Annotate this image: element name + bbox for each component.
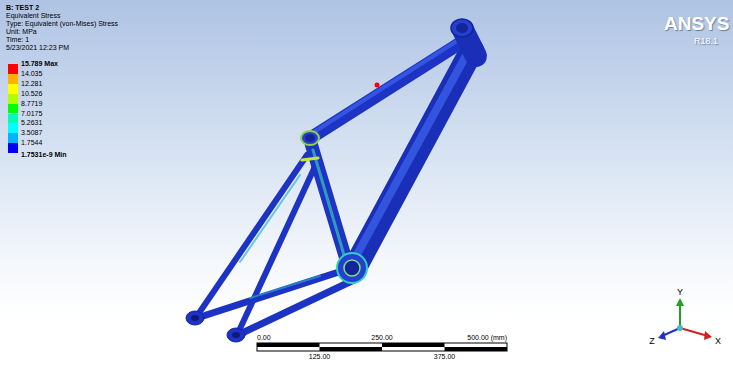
scale-value: 375.00 [434,353,455,361]
legend-value: 10.526 [21,90,42,98]
legend-swatch [8,143,18,153]
date-stamp: 5/23/2021 12:23 PM [6,44,69,52]
result-name: Equivalent Stress [6,12,60,20]
legend-swatch [8,74,18,84]
legend-value: 12.281 [21,80,42,88]
legend-value: 1.7544 [21,139,42,147]
version-tag: R18.1 [694,36,718,46]
legend-swatch [8,104,18,114]
time-note: Time: 1 [6,36,29,44]
scale-value: 500.00 (mm) [467,334,507,342]
legend-value: 5.2631 [21,119,42,127]
result-title: B: TEST 2 [6,4,39,12]
axis-label: X [715,336,721,346]
scale-value: 250.00 [371,334,392,342]
legend-min: 1.7531e-9 Min [21,151,67,159]
legend-value: 15.789 Max [21,60,58,68]
axis-label: Z [649,336,655,346]
scale-bar [257,343,507,351]
legend-value: 8.7719 [21,100,42,108]
legend-swatch [8,94,18,104]
scale-value: 0.00 [257,334,271,342]
scale-value: 125.00 [309,353,330,361]
max-marker [375,83,380,88]
brand-logo: ANSYS [664,14,729,34]
legend-swatch [8,84,18,94]
axis-label: Y [677,287,683,297]
bike-frame [186,19,476,342]
unit-note: Unit: MPa [6,28,37,36]
legend-value: 3.5087 [21,129,42,137]
legend-swatch [8,64,18,74]
result-type: Type: Equivalent (von-Mises) Stress [6,20,118,28]
legend-swatch [8,114,18,124]
legend-value: 7.0175 [21,110,42,118]
axis-triad [658,298,712,340]
legend-swatch [8,133,18,143]
legend-value: 14.035 [21,70,42,78]
legend-swatch [8,123,18,133]
